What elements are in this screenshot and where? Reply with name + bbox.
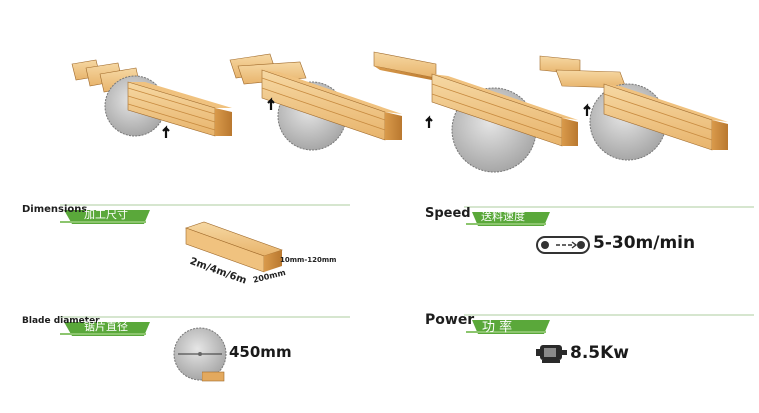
up-arrow-icon	[267, 97, 275, 110]
sawing-process-illustration	[71, 51, 728, 173]
power-label-cn: 功 率	[482, 320, 513, 335]
dimensions-label-en: Dimensions	[22, 204, 88, 215]
dimensions-thickness: 10mm-120mm	[280, 256, 337, 264]
blade-value: 450mm	[229, 343, 292, 361]
speed-label-en: Speed	[425, 206, 471, 221]
stage-1	[71, 59, 232, 138]
ribbon-blade	[60, 316, 350, 336]
dimensions-label-cn: 加工尺寸	[84, 208, 128, 221]
lumber-block-icon	[185, 221, 283, 273]
stage-2	[229, 53, 402, 151]
stage-4	[539, 55, 728, 161]
stage-3	[373, 51, 578, 173]
up-arrow-icon	[583, 103, 591, 116]
ribbon-speed	[464, 206, 754, 226]
conveyor-belt-icon	[536, 236, 590, 254]
blade-base-icon	[202, 371, 225, 382]
speed-label-cn: 送料速度	[481, 210, 525, 223]
up-arrow-icon	[425, 115, 433, 128]
saw-blade-icon	[173, 327, 227, 381]
up-arrow-icon	[162, 125, 170, 138]
power-label-en: Power	[425, 312, 475, 328]
motor-icon	[536, 345, 567, 363]
ribbon-power	[464, 314, 754, 334]
ribbon-dimensions	[60, 204, 350, 224]
speed-value: 5-30m/min	[593, 233, 696, 253]
power-value: 8.5Kw	[570, 343, 629, 363]
blade-label-en: Blade diameter	[22, 316, 100, 326]
blade-label-cn: 锯片直径	[84, 320, 128, 333]
